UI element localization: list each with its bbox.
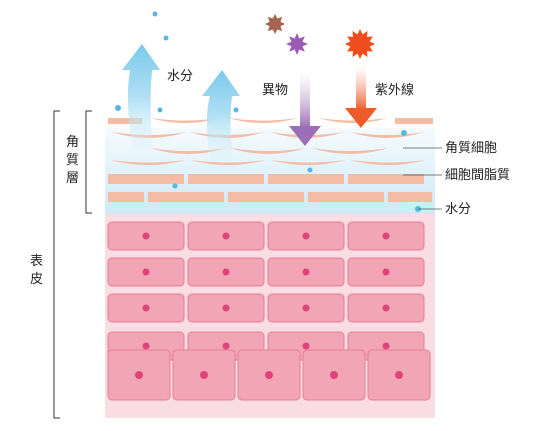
lipid-bar (308, 192, 384, 202)
epidermis-bracket (53, 110, 60, 419)
corneocyte-label: 角質細胞 (445, 141, 497, 156)
water-droplet-icon (163, 35, 169, 41)
lipid-bar (148, 192, 224, 202)
cell-nucleus (142, 268, 150, 276)
lipid-bar (228, 192, 304, 202)
cell-nucleus (222, 268, 230, 276)
cell-nucleus (265, 371, 273, 379)
corneocyte (190, 160, 266, 165)
cell-nucleus (222, 304, 230, 312)
corneocyte (150, 118, 220, 123)
foreign-matter-arrow-head (289, 126, 321, 146)
cell-nucleus (222, 232, 230, 240)
water-droplet-icon (307, 167, 313, 173)
foreign-particle-purple-icon (286, 33, 308, 55)
cell-nucleus (302, 342, 310, 350)
uv-sun-icon (345, 29, 375, 59)
cell-nucleus (382, 342, 390, 350)
stratum-corneum-bracket (85, 110, 92, 214)
corneocyte (318, 118, 388, 123)
intercellular-lipid-layers (108, 174, 432, 202)
water-droplet-icon (157, 107, 163, 113)
corneocyte (395, 118, 433, 124)
foreign-particle-brown-icon (265, 14, 285, 34)
cell-nucleus (222, 342, 230, 350)
water-droplet-icon (115, 105, 121, 111)
lipid-bar (188, 174, 264, 184)
epidermis-label-char-2: 皮 (30, 272, 43, 287)
stratum-corneum-label-char-3: 層 (66, 171, 79, 186)
cell-nucleus (382, 304, 390, 312)
lipid-bar (108, 174, 184, 184)
cell-nucleus (395, 371, 403, 379)
corneocyte (350, 132, 424, 138)
water-top-label: 水分 (167, 69, 193, 84)
foreign-matter-arrow-shaft (300, 72, 310, 128)
cell-nucleus (302, 268, 310, 276)
corneocyte (150, 148, 226, 154)
water-droplet-icon (152, 11, 158, 17)
epidermal-cells (107, 221, 431, 401)
corneocyte (230, 148, 306, 154)
cell-nucleus (142, 232, 150, 240)
corneocyte (110, 160, 186, 165)
stratum-corneum-label-char-2: 質 (66, 153, 79, 168)
uv-arrow-shaft (356, 66, 366, 110)
water-arrow-icon (202, 70, 240, 160)
cell-nucleus (302, 232, 310, 240)
corneocyte (270, 160, 346, 165)
uv-label: 紫外線 (375, 82, 414, 98)
intercellular-lipid-label: 細胞間脂質 (445, 168, 510, 183)
water-droplet-icon (172, 183, 178, 189)
corneocyte (108, 118, 142, 124)
uv-arrow-head (345, 108, 377, 128)
lipid-bar (348, 174, 424, 184)
water-arrow-icon (122, 44, 160, 150)
foreign-matter-label: 異物 (262, 83, 288, 98)
water-side-label: 水分 (445, 202, 471, 217)
lipid-bar (268, 174, 344, 184)
cell-nucleus (330, 371, 338, 379)
lipid-bar (108, 192, 144, 202)
corneocyte (228, 118, 298, 123)
cell-nucleus (200, 371, 208, 379)
cell-nucleus (135, 371, 143, 379)
cell-nucleus (142, 342, 150, 350)
epidermis-label-char-1: 表 (30, 254, 43, 269)
corneocyte (350, 160, 426, 165)
cell-nucleus (382, 268, 390, 276)
corneocyte (312, 148, 388, 154)
cell-nucleus (382, 232, 390, 240)
water-droplet-icon (233, 107, 239, 113)
cell-nucleus (302, 304, 310, 312)
water-droplet-icon (401, 130, 407, 136)
lipid-bar (388, 192, 432, 202)
cell-nucleus (142, 304, 150, 312)
stratum-corneum-label-char-1: 角 (66, 135, 79, 150)
